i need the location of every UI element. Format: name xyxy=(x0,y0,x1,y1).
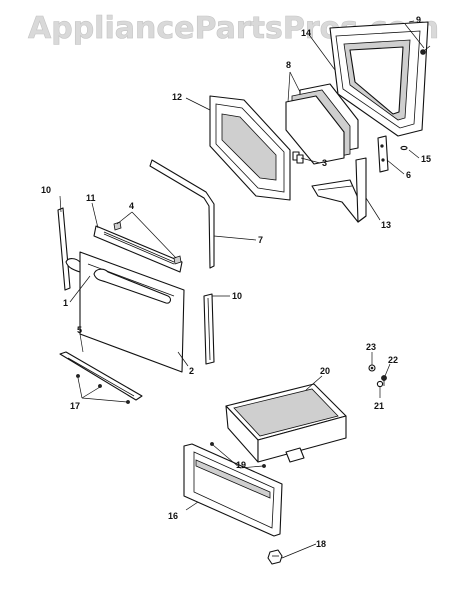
callout-10-lower: 10 xyxy=(232,291,242,301)
part-3-clip xyxy=(292,151,304,164)
part-7-door-gasket xyxy=(149,159,215,269)
callout-14: 14 xyxy=(301,28,311,38)
part-22-screw xyxy=(381,375,387,386)
part-12-inner-door-panel xyxy=(209,95,291,201)
part-10-side-trim-right xyxy=(203,293,215,365)
callout-19: 19 xyxy=(236,460,246,470)
callout-5: 5 xyxy=(77,325,82,335)
part-9-screw xyxy=(420,45,431,55)
part-21-spacer xyxy=(376,380,384,388)
part-2-oven-door-outer xyxy=(79,251,185,373)
part-20-storage-drawer xyxy=(225,383,347,463)
callout-16: 16 xyxy=(168,511,178,521)
part-6-hinge xyxy=(377,135,389,173)
callout-4: 4 xyxy=(129,201,134,211)
part-5-bottom-trim xyxy=(59,351,143,401)
part-18-leveling-leg xyxy=(267,549,283,565)
part-14-outer-door-frame xyxy=(329,21,429,137)
part-23-nut xyxy=(368,364,376,372)
callout-11: 11 xyxy=(86,193,96,203)
callout-23: 23 xyxy=(366,342,376,352)
callout-15: 15 xyxy=(421,154,431,164)
callout-10-upper: 10 xyxy=(41,185,51,195)
callout-21: 21 xyxy=(374,401,384,411)
callout-labels: 9 14 8 12 3 15 6 13 7 10 11 4 10 1 2 5 1… xyxy=(41,15,431,549)
callout-3: 3 xyxy=(322,158,327,168)
callout-20: 20 xyxy=(320,366,330,376)
callout-17: 17 xyxy=(70,401,80,411)
callout-22: 22 xyxy=(388,355,398,365)
callout-18: 18 xyxy=(316,539,326,549)
callout-8: 8 xyxy=(286,60,291,70)
part-10-side-trim-left xyxy=(57,207,71,291)
part-8-door-glass xyxy=(285,83,359,165)
part-13-door-liner-trim xyxy=(311,157,367,223)
part-15-screw xyxy=(400,145,408,151)
leader-lines xyxy=(59,20,425,559)
callout-7: 7 xyxy=(258,235,263,245)
callout-13: 13 xyxy=(381,220,391,230)
callout-9: 9 xyxy=(416,15,421,25)
part-11-vent-trim xyxy=(93,225,183,273)
callout-6: 6 xyxy=(406,170,411,180)
part-16-drawer-front xyxy=(183,443,283,537)
callout-2: 2 xyxy=(189,366,194,376)
callout-12: 12 xyxy=(172,92,182,102)
callout-1: 1 xyxy=(63,298,68,308)
